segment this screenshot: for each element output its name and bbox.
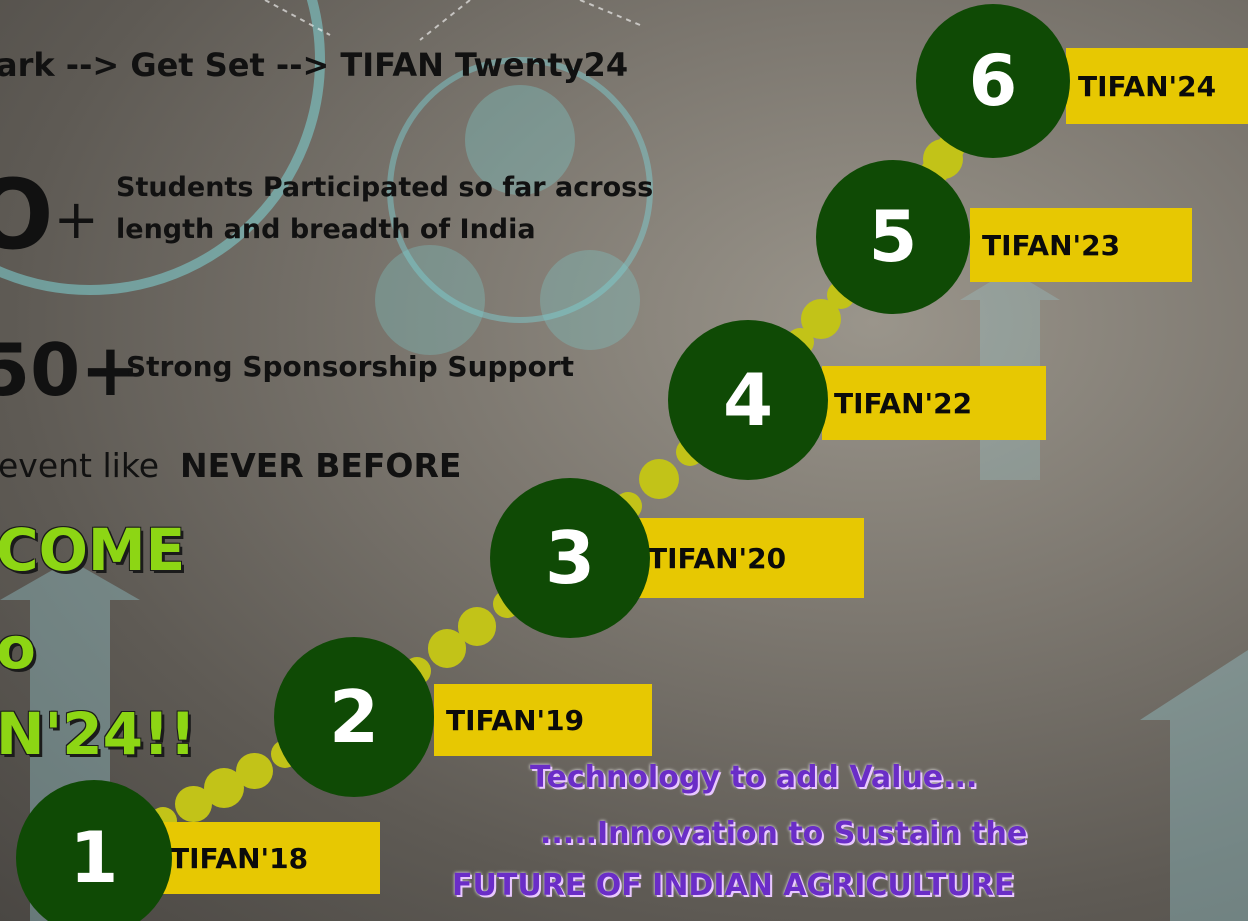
flow-text: ark --> Get Set --> TIFAN Twenty24	[0, 46, 629, 84]
milestone-label-6: TIFAN'24	[1066, 48, 1248, 124]
milestone-label-5: TIFAN'23	[970, 208, 1192, 282]
milestone-label-3: TIFAN'20	[636, 518, 864, 598]
tagline-line3: FUTURE OF INDIAN AGRICULTURE	[452, 868, 1015, 903]
stat-sponsors-text: Strong Sponsorship Support	[126, 350, 575, 383]
stat-sponsors-value: 50+	[0, 328, 141, 412]
tagline-line1: Technology to add Value...	[530, 760, 978, 795]
welcome-line2: o	[0, 614, 36, 682]
milestone-circle-2: 2	[274, 637, 434, 797]
milestone-label-4: TIFAN'22	[822, 366, 1046, 440]
milestone-circle-1: 1	[16, 780, 172, 921]
event-line: event like NEVER BEFORE	[0, 446, 462, 485]
milestone-label-1: TIFAN'18	[158, 822, 380, 894]
milestone-label-2: TIFAN'19	[434, 684, 652, 756]
milestone-circle-3: 3	[490, 478, 650, 638]
stat-students-text-line2: length and breadth of India	[116, 214, 536, 245]
timeline-dot	[236, 752, 273, 790]
stat-students-text-line1: Students Participated so far across	[116, 172, 654, 203]
stat-students-value: O+	[0, 159, 99, 271]
stat-students-suffix: +	[53, 188, 99, 251]
milestone-circle-4: 4	[668, 320, 828, 480]
event-line-emphasis: NEVER BEFORE	[180, 446, 462, 485]
tagline-line2: .....Innovation to Sustain the	[540, 816, 1028, 851]
milestone-circle-6: 6	[916, 4, 1070, 158]
timeline-dot	[457, 607, 497, 646]
milestone-circle-5: 5	[816, 160, 970, 314]
welcome-line3: N'24!!	[0, 700, 196, 768]
timeline-dot	[639, 459, 679, 499]
welcome-line1: COME	[0, 516, 186, 584]
